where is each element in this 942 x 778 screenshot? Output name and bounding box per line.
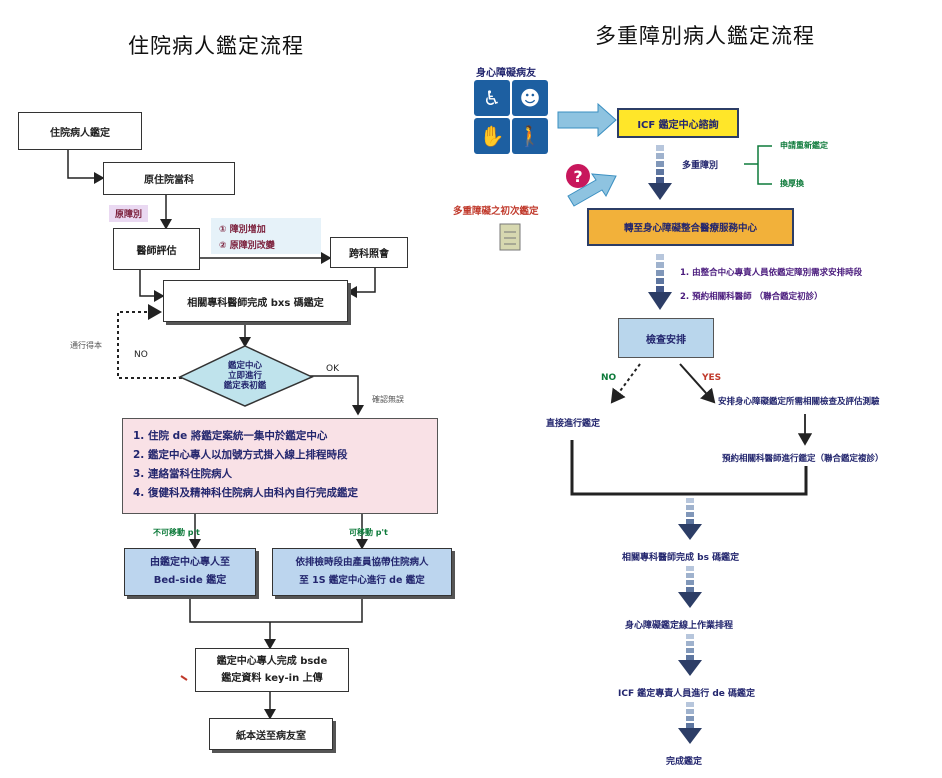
bedside-line-1: 由鑑定中心專人至 [150, 557, 230, 568]
change-reason-1: ① 障別增加 [219, 225, 266, 235]
no-label-left: NO [134, 350, 148, 360]
final-line-2: 鑑定資料 key-in 上傳 [221, 673, 323, 684]
notice-label: 通行得本 [70, 341, 102, 350]
process-item-4: 4. 復健科及精神科住院病人由科內自行完成鑑定 [133, 487, 358, 499]
yes-label: YES [702, 373, 722, 383]
svg-text:?: ? [573, 167, 582, 186]
left-title: 住院病人鑑定流程 [128, 34, 304, 58]
right-title: 多重障別病人鑑定流程 [595, 24, 815, 48]
sign-language-icon: ✋ [474, 118, 510, 154]
process-item-1: 1. 住院 de 將鑑定案統一集中於鑑定中心 [133, 430, 328, 442]
done-label: 完成鑑定 [666, 757, 703, 767]
change-reasons: ① 障別增加 ② 原障別改變 [211, 218, 321, 254]
icf-finish-label: ICF 鑑定專責人員進行 de 碼鑑定 [618, 689, 756, 699]
diamond-line-2: 立即進行 [227, 371, 262, 381]
icons-caption: 身心障礙病友 [476, 68, 536, 79]
final-line-1: 鑑定中心專人完成 bsde [216, 656, 328, 667]
branch-apply: 申請重新鑑定 [780, 141, 828, 150]
movable-line-2: 至 1S 鑑定中心進行 de 鑑定 [299, 575, 425, 586]
diamond-line-1: 鑑定中心 [227, 361, 262, 371]
doctor-box: 醫師評估 [113, 228, 200, 270]
process-item-3: 3. 連絡當科住院病人 [133, 468, 232, 480]
consult-box: 跨科照會 [330, 237, 408, 268]
integration-center-box: 轉至身心障礙整合醫療服務中心 [587, 208, 794, 246]
icf-consult-box: ICF 鑑定中心諮詢 [617, 108, 739, 138]
start-box: 住院病人鑑定 [18, 112, 142, 150]
ok-label: OK [326, 364, 339, 374]
movable-line-1: 依排檢時段由產員協帶住院病人 [295, 557, 429, 568]
no-label-right: NO [601, 373, 617, 383]
movable-box: 依排檢時段由產員協帶住院病人 至 1S 鑑定中心進行 de 鑑定 [272, 548, 452, 596]
branch-renew: 換厚換 [780, 179, 804, 188]
step-2: 2. 預約相關科醫師 （聯合鑑定初診） [680, 292, 823, 302]
direct-label: 直接進行鑑定 [546, 419, 601, 429]
bedside-line-2: Bed-side 鑑定 [153, 575, 227, 586]
blind-walker-icon: 🚶 [512, 118, 548, 154]
process-item-2: 2. 鑑定中心專人以加號方式掛入線上排程時段 [133, 449, 348, 461]
upload-label: 身心障礙鑑定線上作業排程 [625, 621, 734, 631]
bedside-box: 由鑑定中心專人至 Bed-side 鑑定 [124, 548, 256, 596]
final-box: 鑑定中心專人完成 bsde 鑑定資料 key-in 上傳 [195, 648, 349, 692]
arrange-label: 安排身心障礙鑑定所需相關檢查及評估測驗 [718, 397, 880, 407]
multi-label: 多重障別 [682, 161, 719, 171]
movable-label: 可移動 p't [349, 528, 388, 537]
process-list: 1. 住院 de 將鑑定案統一集中於鑑定中心 2. 鑑定中心專人以加號方式掛入線… [122, 418, 438, 514]
step-1: 1. 由整合中心專責人員依鑑定障別需求安排時段 [680, 268, 863, 278]
related-box: 相關專科醫師完成 bxs 碼鑑定 [163, 280, 348, 322]
not-movable-label: 不可移動 p't [153, 528, 200, 537]
bxs-label: 相關專科醫師完成 bs 碼鑑定 [622, 553, 740, 563]
send-box: 紙本送至病友室 [209, 718, 333, 750]
diamond-line-3: 鑑定表初鑑 [223, 381, 267, 391]
notify-label: 確認無誤 [372, 395, 404, 404]
diamond-text: 鑑定中心 立即進行 鑑定表初鑑 [200, 361, 290, 391]
appoint-label: 預約相關科醫師進行鑑定（聯合鑑定複診） [722, 454, 884, 464]
change-reason-2: ② 原障別改變 [219, 241, 275, 251]
wheelchair-icon: ♿ [474, 80, 510, 116]
exam-arrange-box: 檢查安排 [618, 318, 714, 358]
first-time-label: 多重障礙之初次鑑定 [453, 206, 539, 217]
original-tag: 原障別 [109, 205, 149, 222]
decision-diamond [178, 345, 314, 407]
records-box: 原住院當科 [103, 162, 235, 195]
head-icon: ☻ [512, 80, 548, 116]
